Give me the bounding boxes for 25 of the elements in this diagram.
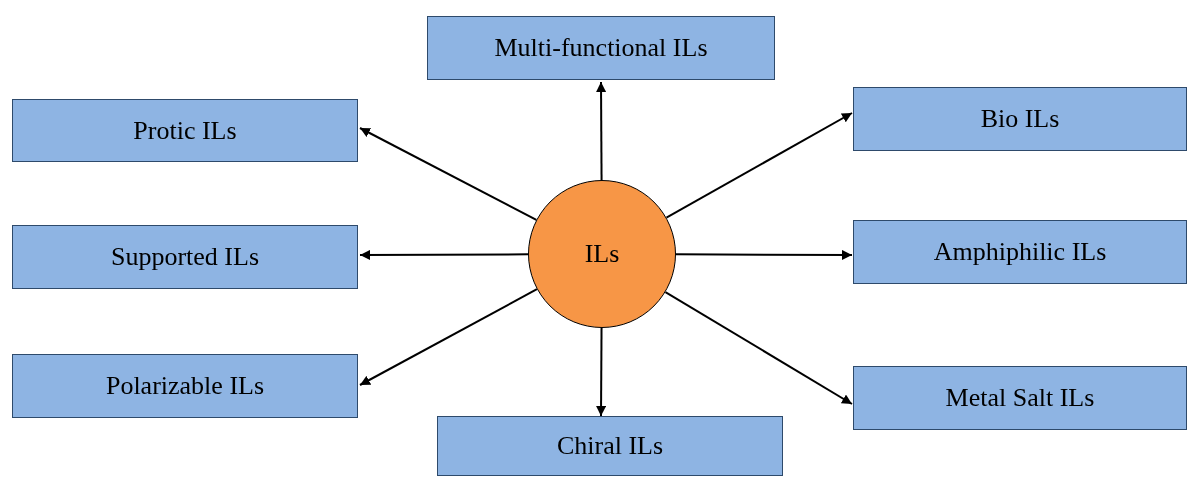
arrow: [675, 249, 853, 260]
node-label: Multi-functional ILs: [494, 33, 708, 63]
node-label: Metal Salt ILs: [945, 383, 1095, 413]
arrow: [359, 288, 538, 386]
category-box: [437, 416, 783, 476]
arrow: [359, 249, 529, 260]
arrow: [596, 327, 607, 417]
node-label: Bio ILs: [980, 104, 1060, 134]
category-box: [12, 354, 358, 418]
node-label: Amphiphilic ILs: [933, 237, 1107, 267]
node-label: ILs: [584, 239, 620, 269]
arrow: [596, 81, 607, 181]
category-box: [12, 99, 358, 162]
category-box: [853, 87, 1187, 151]
arrow: [664, 291, 853, 405]
arrow: [665, 112, 853, 219]
category-box: [853, 366, 1187, 430]
category-box: [427, 16, 775, 80]
category-box: [853, 220, 1187, 284]
category-box: [12, 225, 358, 289]
node-label: Chiral ILs: [556, 431, 664, 461]
node-label: Polarizable ILs: [105, 371, 265, 401]
node-label: Supported ILs: [110, 242, 259, 272]
arrow: [359, 127, 538, 221]
node-label: Protic ILs: [133, 115, 237, 146]
